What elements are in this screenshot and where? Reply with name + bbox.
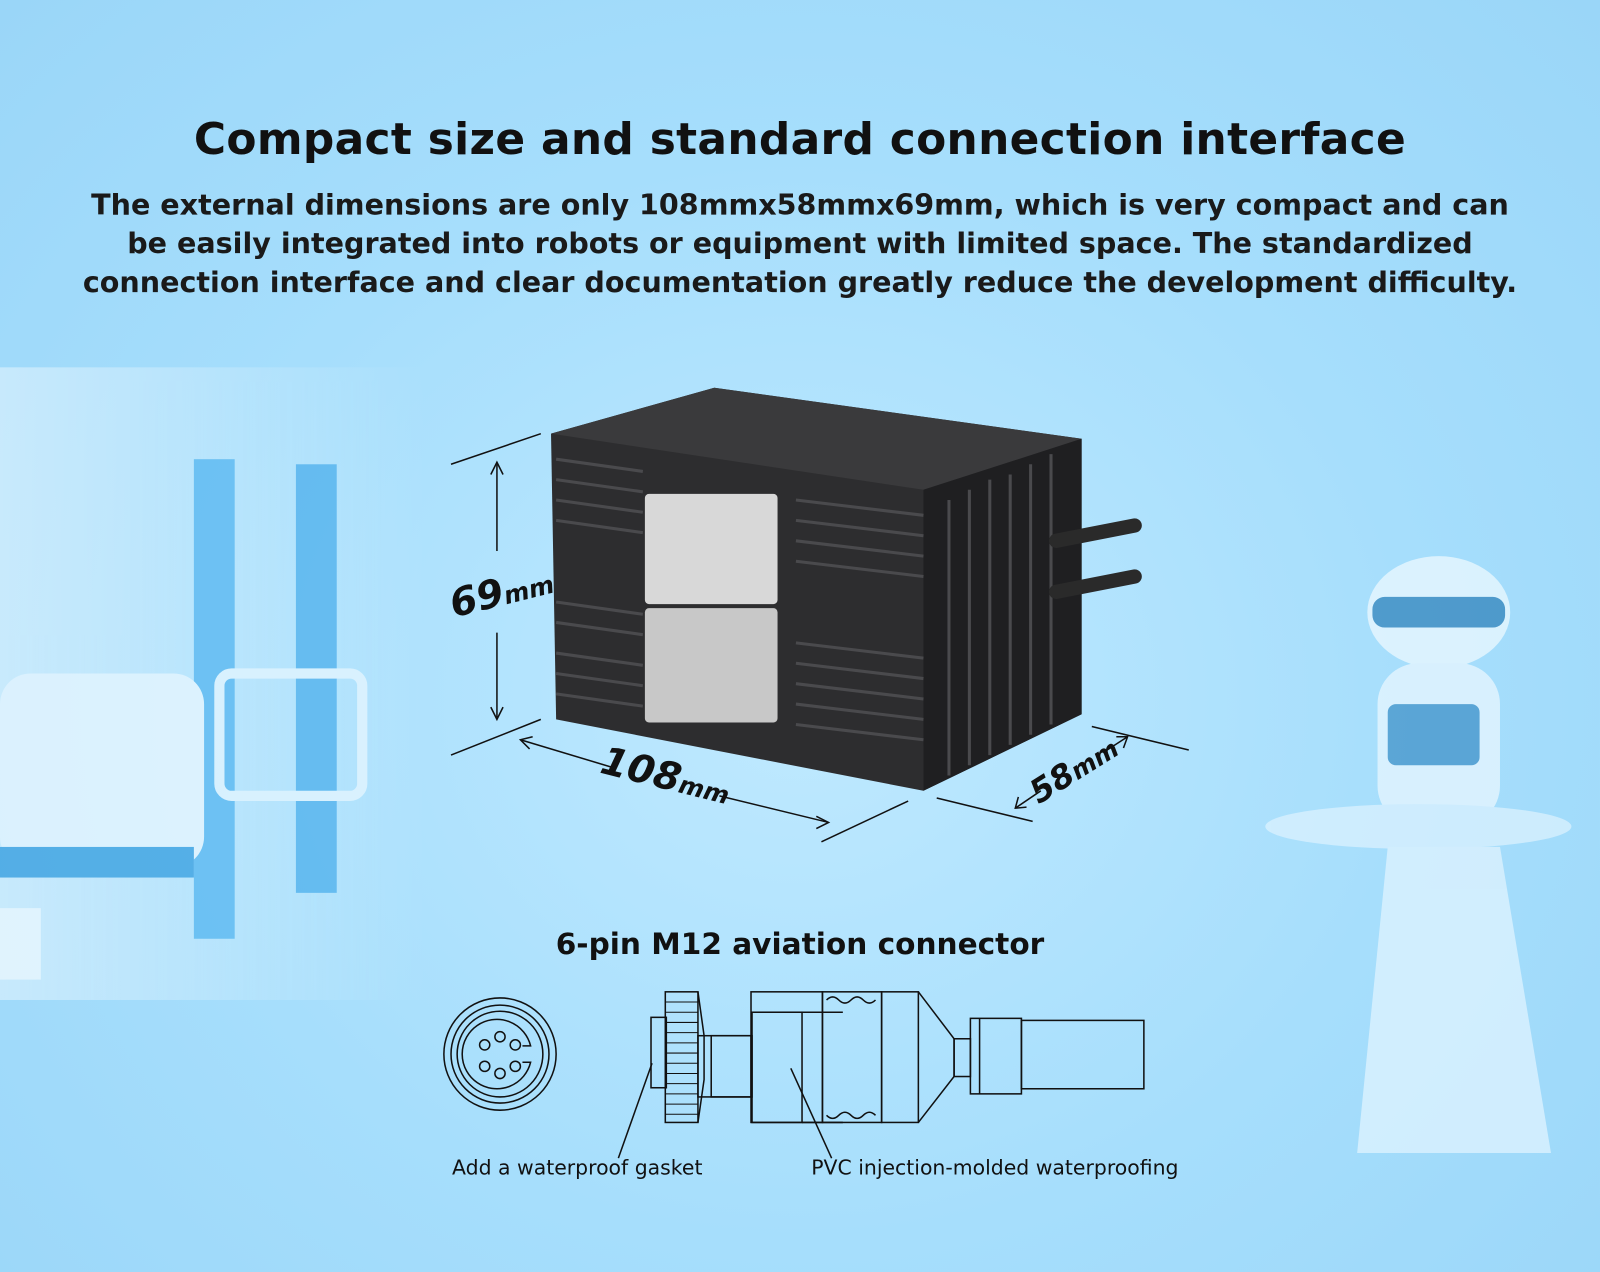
sensor-body: [551, 387, 1142, 791]
pvc-label: PVC injection-molded waterproofing: [811, 1155, 1179, 1180]
connector-face-icon: [443, 997, 557, 1111]
service-robot-illustration: [1265, 556, 1572, 1154]
sensor-window-top: [644, 493, 778, 605]
page-title: Compact size and standard connection int…: [193, 114, 1407, 166]
connector-title: 6-pin M12 aviation connector: [555, 926, 1045, 962]
sensor-window-bottom: [644, 608, 778, 723]
dimension-lines: [450, 432, 1189, 843]
description: The external dimensions are only 108mmx5…: [82, 187, 1518, 299]
forklift-illustration: [0, 367, 429, 1000]
gasket-label: Add a waterproof gasket: [452, 1155, 703, 1180]
connector-side-view: [617, 991, 1145, 1159]
